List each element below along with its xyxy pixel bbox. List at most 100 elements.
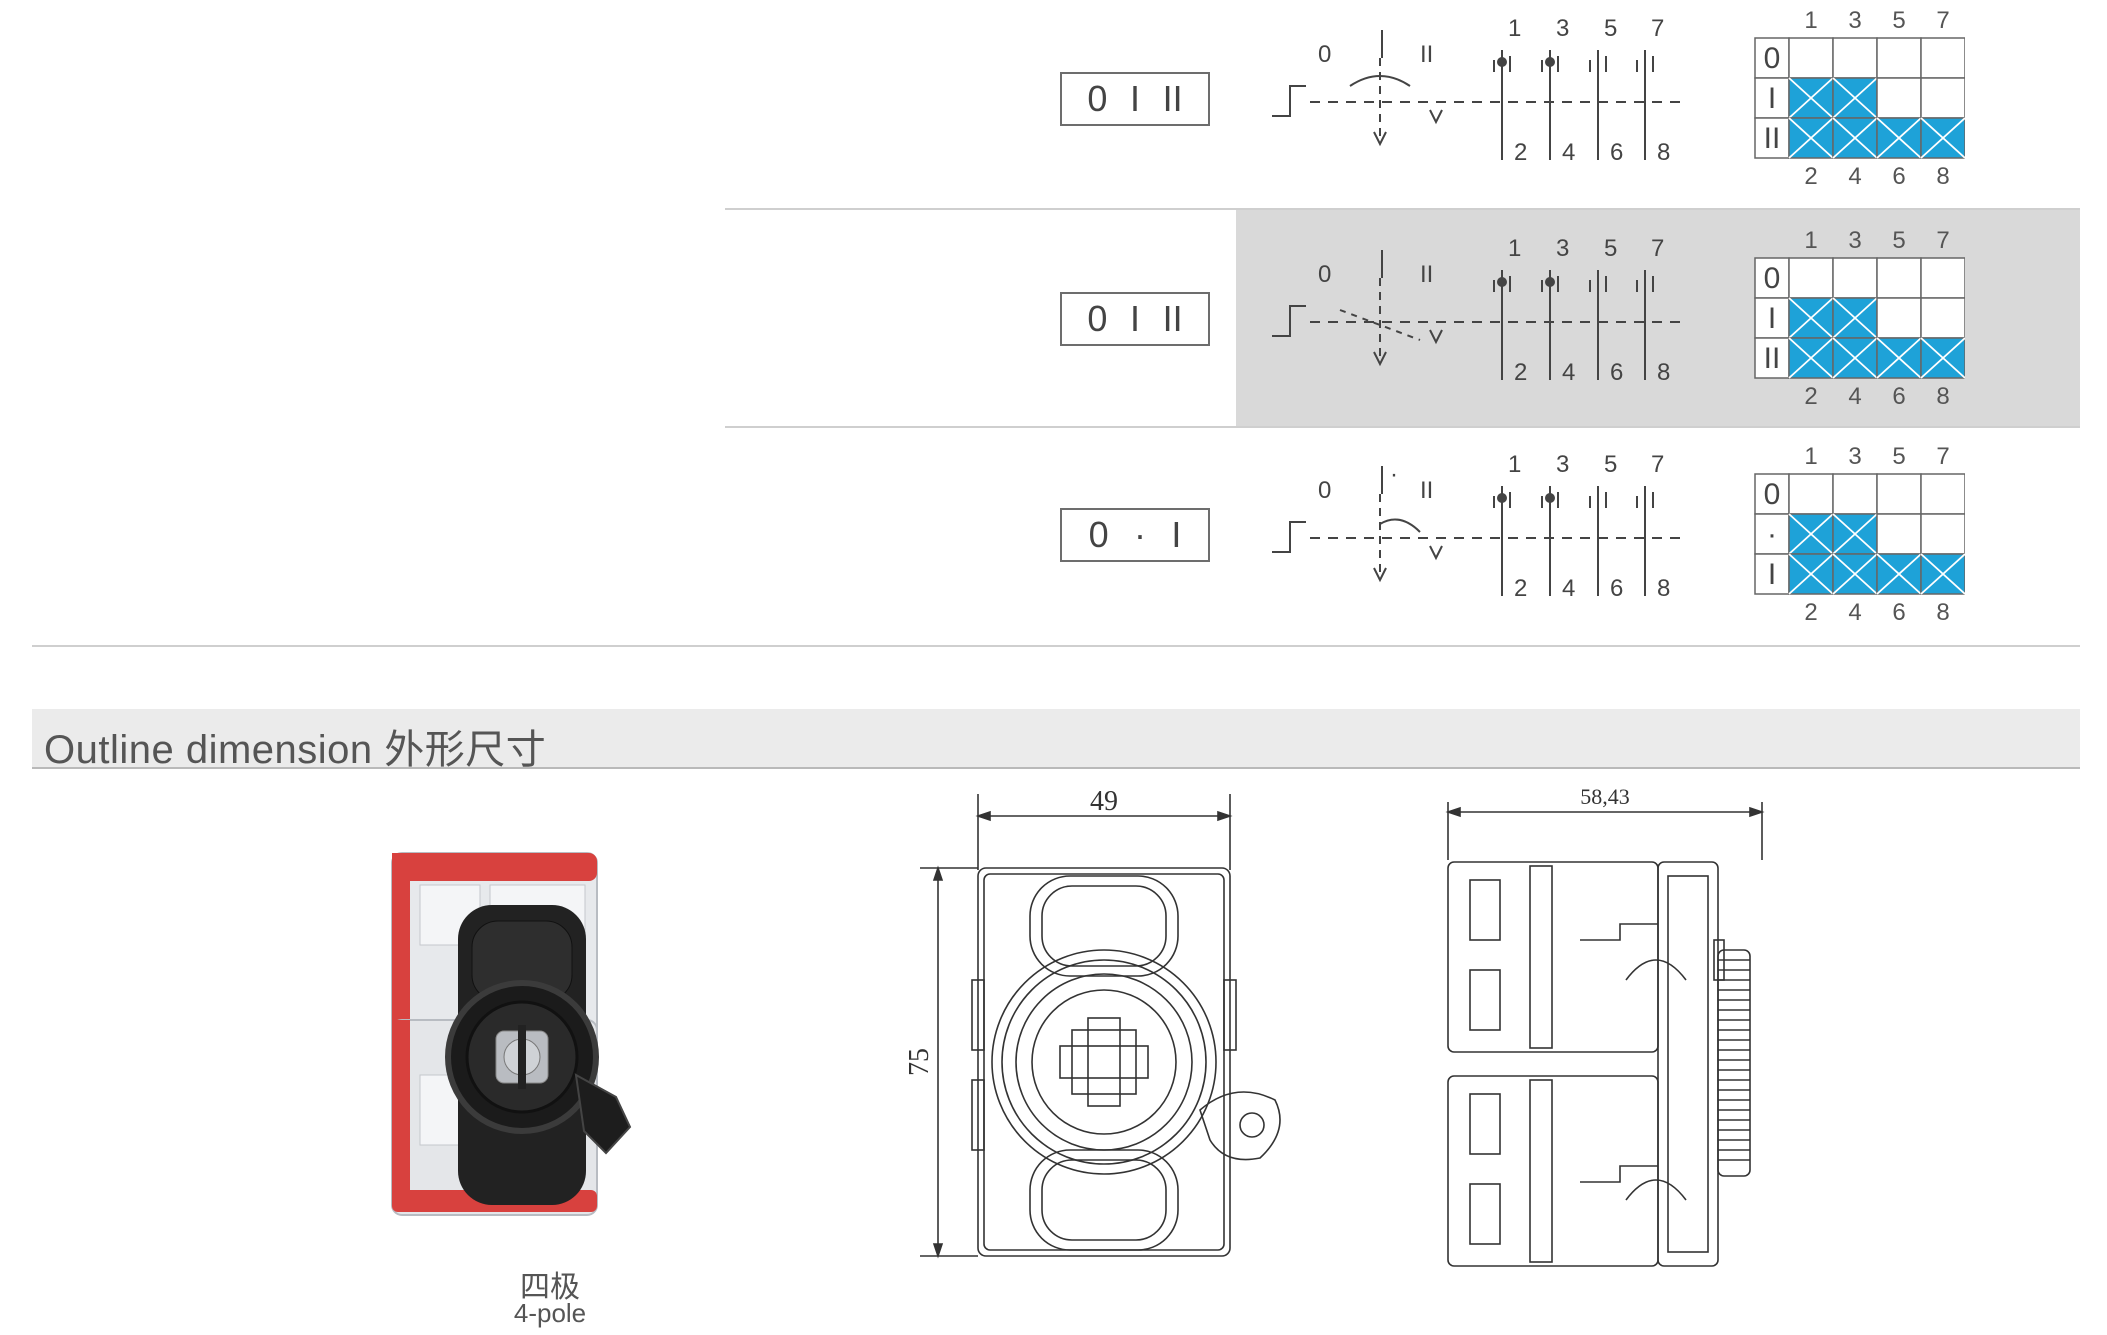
closed-mark-x	[1920, 117, 1965, 159]
contact-bridge	[1493, 56, 1511, 72]
detent-mark	[1429, 109, 1443, 125]
closed-mark-x	[1920, 337, 1965, 379]
diagram-lines	[1272, 250, 1680, 380]
contact-number-top: 7	[1936, 7, 1949, 34]
contact-bridge	[1636, 56, 1654, 72]
closed-mark-x	[1788, 77, 1834, 119]
diagram-contact-bottom: 4	[1562, 139, 1575, 166]
closed-mark-x	[1788, 337, 1834, 379]
contact-number-top: 5	[1892, 7, 1905, 34]
contact-number-top: 5	[1892, 443, 1905, 470]
diagram-contact-bottom: 2	[1514, 575, 1527, 602]
closed-mark-x	[1876, 553, 1922, 595]
contact-number-top: 7	[1936, 227, 1949, 254]
contact-number-bottom: 4	[1848, 163, 1861, 190]
position-indicator-box: 0 · I	[1060, 508, 1210, 562]
diagram-contact-top: 1	[1508, 451, 1521, 478]
contact-dot	[1545, 277, 1555, 287]
contact-number-top: 3	[1848, 443, 1861, 470]
closed-mark-x	[1832, 553, 1878, 595]
arrow-head	[1373, 131, 1387, 147]
closed-mark-x	[1876, 117, 1922, 159]
diagram-contact-bottom: 4	[1562, 359, 1575, 386]
operator-symbol	[1272, 521, 1306, 553]
diagram-contact-top: 5	[1604, 451, 1617, 478]
position-label: 0	[1087, 78, 1108, 119]
operator-symbol	[1272, 305, 1306, 337]
position-row-label: 0	[1764, 478, 1781, 511]
contact-bridge	[1541, 276, 1559, 292]
product-photo	[391, 852, 632, 1216]
contact-bridge	[1493, 276, 1511, 292]
open-contact-cell	[1876, 257, 1922, 299]
diagram-contact-top: 5	[1604, 15, 1617, 42]
row-label-cell	[1754, 553, 1790, 595]
diagram-contact-bottom: 8	[1657, 575, 1670, 602]
row-divider	[725, 208, 2080, 210]
contact-number-bottom: 8	[1936, 599, 1949, 626]
diagram-contact-bottom: 6	[1610, 575, 1623, 602]
position-row-label: 0	[1764, 42, 1781, 75]
open-contact-cell	[1788, 37, 1834, 79]
row-label-cell	[1754, 117, 1790, 159]
section-title: Outline dimension 外形尺寸	[44, 728, 547, 772]
diagram-label-left: 0	[1318, 477, 1331, 504]
closed-mark-x	[1876, 337, 1922, 379]
open-contact-cell	[1920, 513, 1965, 555]
position-indicator-box: 0 I II	[1060, 292, 1210, 346]
diagram-label-left: 0	[1318, 261, 1331, 288]
closed-mark-x	[1832, 337, 1878, 379]
contact-number-bottom: 6	[1892, 599, 1905, 626]
diagram-label-right: II	[1420, 261, 1433, 288]
position-label: I	[1171, 514, 1182, 555]
open-contact-cell	[1876, 37, 1922, 79]
contact-number-bottom: 6	[1892, 383, 1905, 410]
open-contact-cell	[1920, 473, 1965, 515]
position-indicator-box: 0 I II	[1060, 72, 1210, 126]
detent-mark	[1429, 545, 1443, 561]
contact-number-bottom: 4	[1848, 383, 1861, 410]
position-row-label: II	[1764, 342, 1781, 375]
open-contact-cell	[1876, 297, 1922, 339]
diagram-lines	[1272, 30, 1680, 160]
open-contact-cell	[1920, 37, 1965, 79]
front-view-drawing: 49 75	[904, 786, 1281, 1259]
diagram-contact-top: 7	[1651, 235, 1664, 262]
contact-number-top: 5	[1892, 227, 1905, 254]
row-label-cell	[1754, 337, 1790, 379]
diagram-contact-top: 1	[1508, 235, 1521, 262]
dimension-width-label: 49	[1090, 786, 1118, 817]
diagram-label-mid: ·	[1390, 461, 1398, 488]
table-bottom-divider	[32, 645, 2080, 647]
diagram-contact-top: 3	[1556, 451, 1569, 478]
contact-number-bottom: 2	[1804, 383, 1817, 410]
contact-bridge	[1589, 56, 1607, 72]
position-row-label: I	[1768, 558, 1776, 591]
diagram-contact-bottom: 6	[1610, 139, 1623, 166]
closed-mark-x	[1788, 553, 1834, 595]
open-contact-cell	[1832, 37, 1878, 79]
dimension-height-label: 75	[904, 1048, 935, 1076]
position-label: II	[1162, 78, 1183, 119]
open-contact-cell	[1876, 77, 1922, 119]
contact-bridge	[1589, 492, 1607, 508]
closed-mark-x	[1832, 77, 1878, 119]
contact-number-top: 3	[1848, 7, 1861, 34]
contact-bridge	[1589, 276, 1607, 292]
closed-mark-x	[1832, 297, 1878, 339]
contact-number-top: 1	[1804, 227, 1817, 254]
dimension-depth-label: 58,43	[1580, 784, 1630, 809]
position-label: 0	[1088, 514, 1109, 555]
contact-number-top: 1	[1804, 443, 1817, 470]
closed-mark-x	[1788, 513, 1834, 555]
